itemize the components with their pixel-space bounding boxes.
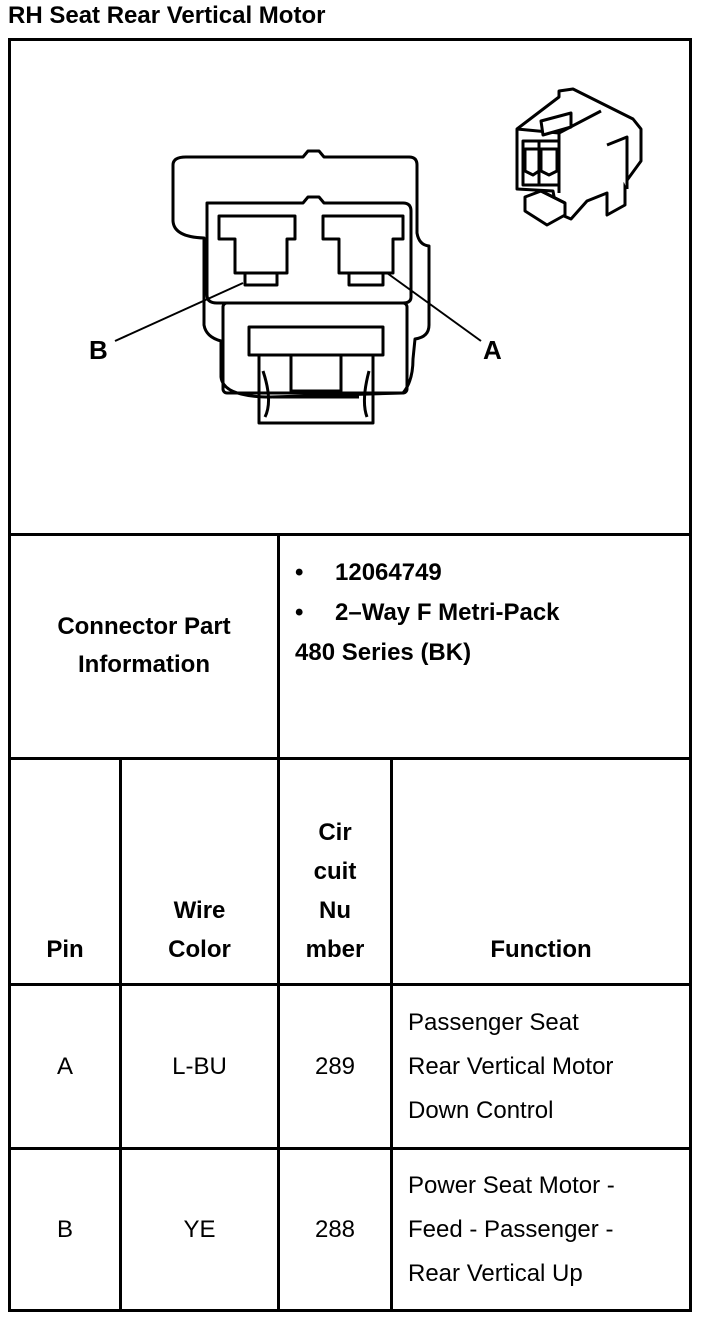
part-number: 12064749 (335, 559, 442, 586)
divider (119, 757, 122, 1309)
row-a-wire-color: L-BU (172, 1052, 227, 1080)
connector-diagram: B A (89, 87, 643, 425)
connector-description: 2–Way F Metri-Pack (335, 599, 560, 626)
row-b-circuit: 288 (314, 1215, 356, 1243)
header-function: Function (490, 936, 592, 963)
connector-part-info: • 12064749 • 2–Way F Metri-Pack 480 Series… (295, 553, 560, 673)
bullet-icon: • (295, 559, 304, 586)
connector-table: B A Connector Part Information • 12064749… (8, 38, 692, 1312)
pin-a-label: A (483, 335, 502, 365)
pin-a-leader (386, 272, 482, 342)
pin-b-leader (114, 282, 244, 342)
divider (390, 757, 393, 1309)
header-circuit-number: Cir cuit Nu mber (305, 819, 365, 963)
connector-inner-body (205, 195, 413, 305)
row-b-wire-color: YE (183, 1215, 216, 1243)
row-b-pin: B (56, 1215, 73, 1243)
row-a-pin: A (56, 1052, 73, 1080)
connector-iso-view (515, 87, 643, 227)
divider (11, 983, 689, 986)
divider (277, 757, 280, 1309)
header-pin: Pin (46, 936, 84, 963)
pin-b-label: B (89, 335, 108, 365)
bullet-icon: • (295, 599, 304, 626)
row-b-function: Power Seat Motor - Feed - Passenger - Re… (408, 1171, 615, 1287)
connector-housing-outline (171, 149, 431, 399)
pin-b-cavity (217, 214, 297, 287)
connector-part-label: Connector Part Information (57, 613, 231, 678)
divider (277, 533, 280, 757)
connector-series: 480 Series (BK) (295, 639, 472, 666)
pin-a-cavity (321, 214, 405, 287)
page-title: RH Seat Rear Vertical Motor (8, 2, 326, 29)
row-a-circuit: 289 (314, 1052, 356, 1080)
divider (11, 1147, 689, 1150)
divider (11, 533, 689, 536)
divider (11, 757, 689, 760)
row-a-function: Passenger Seat Rear Vertical Motor Down … (408, 1008, 614, 1124)
locking-tab (257, 355, 375, 425)
